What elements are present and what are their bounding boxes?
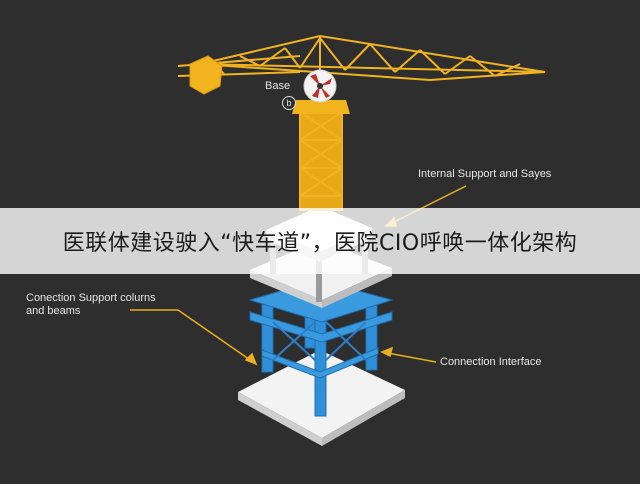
connection-interface-label: Connection Interface — [440, 356, 542, 368]
connection-columns-label-line2: and beams — [26, 305, 81, 317]
title-banner: 医联体建设驶入“快车道”，医院CIO呼唤一体化架构 — [0, 208, 640, 274]
base-label: Base — [265, 80, 291, 92]
connection-columns-label-line1: Conection Support colurns — [26, 292, 156, 304]
counterweight — [189, 55, 223, 95]
banner-title: 医联体建设驶入“快车道”，医院CIO呼唤一体化架构 — [62, 231, 578, 256]
crane-jib — [199, 34, 546, 100]
crane-mast — [299, 111, 343, 211]
base-badge-label: b — [282, 96, 296, 110]
fan-icon — [310, 74, 332, 98]
internal-support-label: Internal Support and Sayes — [418, 168, 552, 180]
